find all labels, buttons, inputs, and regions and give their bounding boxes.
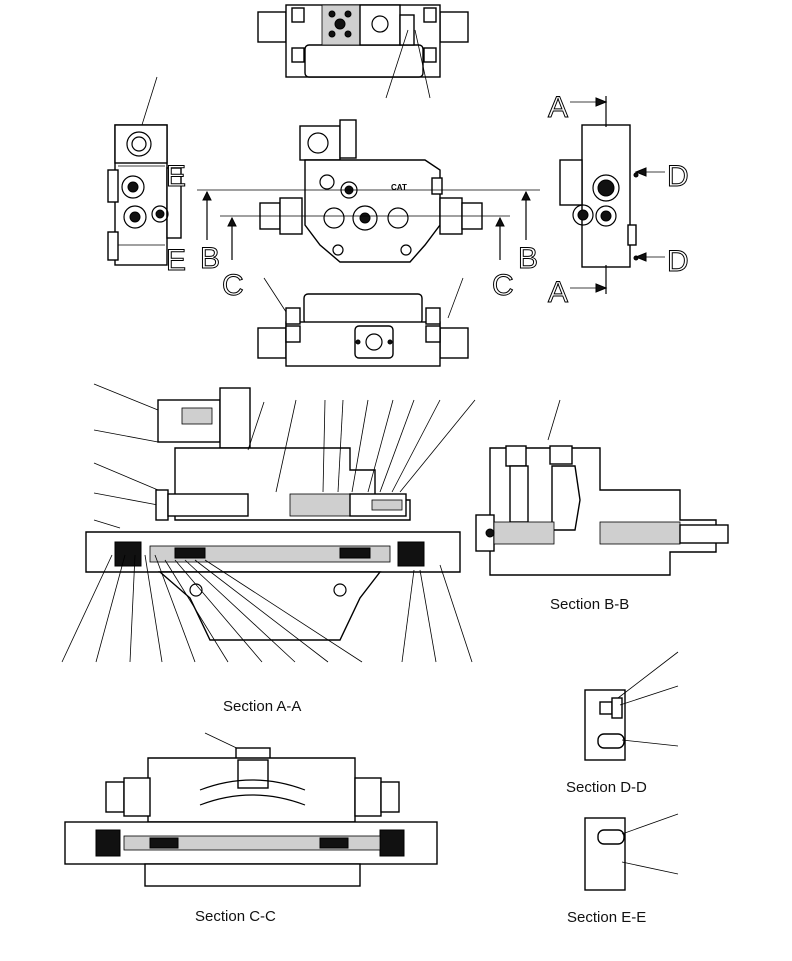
- right-side-view: A A D D: [548, 91, 690, 310]
- section-d-d: Section D-D: [566, 651, 679, 796]
- cut-letter-b-left: B: [200, 242, 220, 275]
- section-a-a-label: Section A-A: [223, 698, 301, 715]
- cut-letter-d-bottom: D: [667, 245, 689, 278]
- section-c-c-label: Section C-C: [195, 908, 276, 925]
- cut-letter-a-top: A: [548, 91, 568, 124]
- top-view: [257, 4, 469, 99]
- cut-letter-d-top: D: [667, 160, 689, 193]
- cut-letter-c-left: C: [222, 269, 244, 302]
- cut-letter-e-bottom: E: [166, 244, 186, 277]
- section-d-d-label: Section D-D: [566, 779, 647, 796]
- section-e-e-label: Section E-E: [567, 909, 646, 926]
- section-b-b-label: Section B-B: [550, 596, 629, 613]
- cut-letter-b-right: B: [518, 242, 538, 275]
- section-b-b: Section B-B: [475, 399, 729, 613]
- cut-letter-e-top: E: [166, 160, 186, 193]
- cut-letter-c-right: C: [492, 269, 514, 302]
- cut-letter-a-bottom: A: [548, 276, 568, 309]
- cat-stamp: CAT: [391, 183, 407, 192]
- section-e-e: Section E-E: [567, 813, 679, 926]
- section-c-c: Section C-C: [64, 732, 438, 925]
- section-a-a: Section A-A: [61, 383, 476, 715]
- bottom-view: [257, 277, 469, 367]
- left-side-view: E E: [107, 76, 187, 278]
- front-view: CAT B B C C: [197, 119, 540, 303]
